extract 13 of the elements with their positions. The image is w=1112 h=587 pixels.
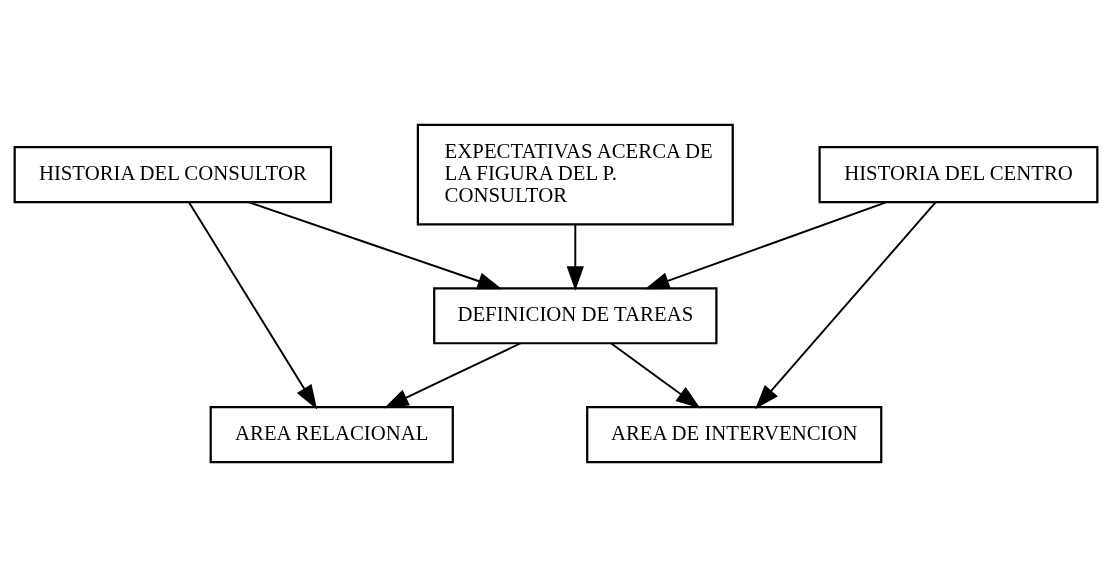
- arrow: [644, 201, 887, 290]
- node-box: HISTORIA DEL CENTRO: [818, 146, 1099, 204]
- node-box: HISTORIA DEL CONSULTOR: [13, 146, 333, 204]
- node-box: DEFINICION DE TAREAS: [433, 287, 718, 345]
- arrow: [384, 342, 522, 409]
- arrow: [248, 201, 503, 290]
- node-box: AREA DE INTERVENCION: [586, 406, 883, 464]
- arrow: [755, 201, 937, 410]
- node-box: EXPECTATIVAS ACERCA DE LA FIGURA DEL P. CONSULTOR: [416, 123, 734, 226]
- arrow: [610, 342, 701, 409]
- arrow: [566, 223, 584, 291]
- arrow: [188, 201, 318, 410]
- node-box: AREA RELACIONAL: [209, 406, 454, 464]
